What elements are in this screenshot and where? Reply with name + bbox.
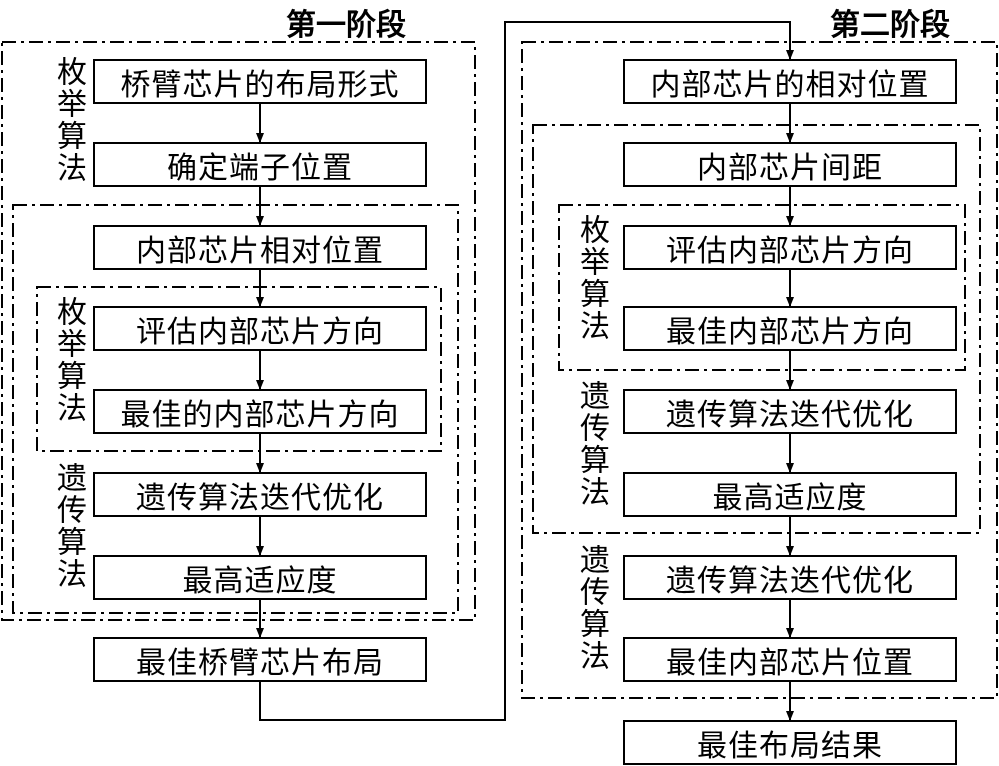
stage2-frame: [521, 41, 998, 699]
highest-fitness-box: 最高适应度: [623, 472, 957, 517]
stage1-enum-frame: [36, 286, 442, 452]
stage1-ga-frame: [12, 204, 459, 614]
evaluate-inner-chip-direction-box: 评估内部芯片方向: [623, 225, 957, 270]
stage1-frame: [1, 41, 476, 621]
ga-iteration-box: 遗传算法迭代优化: [623, 389, 957, 434]
stage2-enum-frame: [558, 204, 966, 371]
stage1-title: 第一阶段: [286, 8, 406, 43]
ga-iteration-box: 遗传算法迭代优化: [623, 555, 957, 600]
stage1-enum-label: 枚举算法: [51, 56, 86, 184]
stage2-ga-frame: [532, 124, 981, 534]
best-inner-chip-direction-box: 最佳的内部芯片方向: [93, 389, 427, 434]
inner-chip-relative-position-box: 内部芯片的相对位置: [623, 59, 957, 104]
best-bridge-chip-layout-box: 最佳桥臂芯片布局: [93, 637, 427, 682]
terminal-position-box: 确定端子位置: [93, 142, 427, 187]
ga-iteration-box: 遗传算法迭代优化: [93, 472, 427, 517]
bridge-chip-layout-form-box: 桥臂芯片的布局形式: [93, 59, 427, 104]
inner-chip-spacing-box: 内部芯片间距: [623, 142, 957, 187]
best-layout-result-box: 最佳布局结果: [623, 720, 957, 765]
best-inner-chip-direction-box: 最佳内部芯片方向: [623, 306, 957, 351]
stage1-inner-enum-label: 枚举算法: [51, 296, 86, 424]
evaluate-inner-chip-direction-box: 评估内部芯片方向: [93, 306, 427, 351]
stage2-ga-label: 遗传算法: [574, 544, 609, 672]
highest-fitness-box: 最高适应度: [93, 555, 427, 600]
inner-chip-relative-position-box: 内部芯片相对位置: [93, 225, 427, 270]
stage2-title: 第二阶段: [830, 8, 950, 43]
stage-link-arrow: [259, 21, 794, 721]
stage2-inner-enum-label: 枚举算法: [574, 214, 609, 342]
stage1-ga-label: 遗传算法: [51, 462, 86, 590]
stage2-inner-ga-label: 遗传算法: [574, 380, 609, 508]
best-inner-chip-position-box: 最佳内部芯片位置: [623, 637, 957, 682]
